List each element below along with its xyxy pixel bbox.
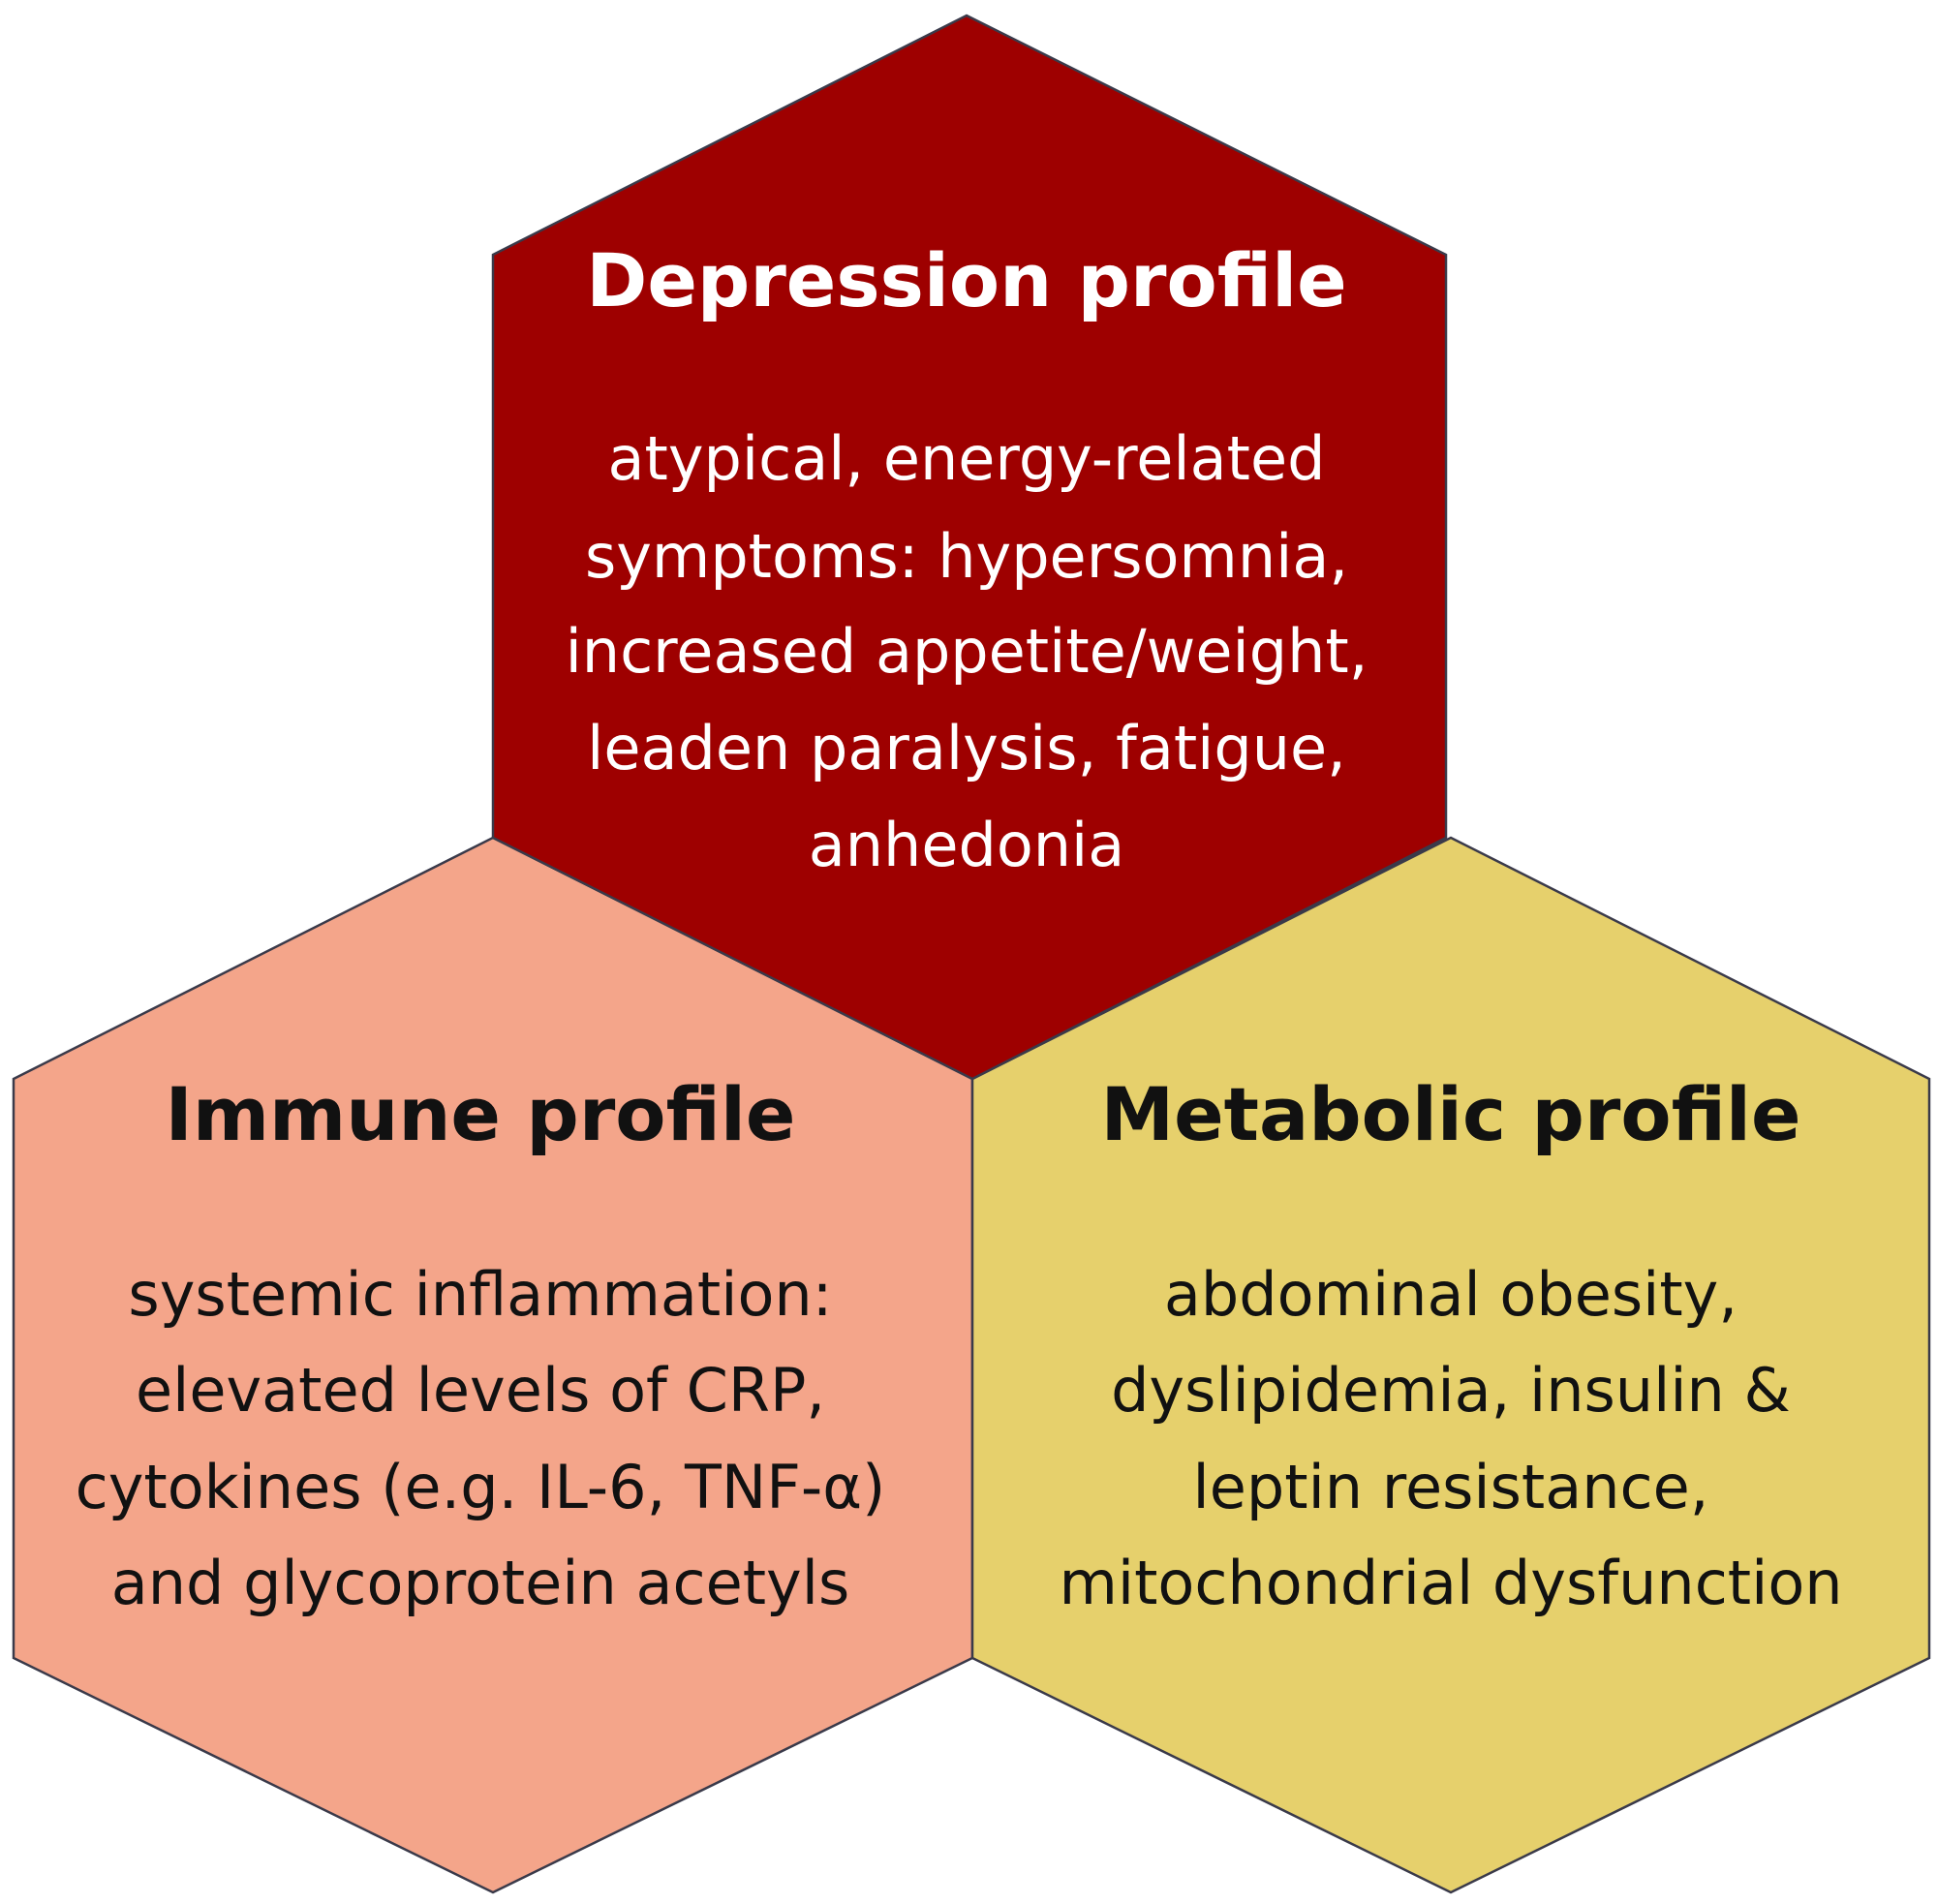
depression-profile-line: leaden paralysis, fatigue, bbox=[587, 713, 1346, 783]
depression-profile-line: anhedonia bbox=[809, 810, 1125, 880]
immune-profile-line: systemic inflammation: bbox=[128, 1259, 832, 1330]
metabolic-profile-title: Metabolic profile bbox=[1100, 1071, 1800, 1157]
depression-profile-title: Depression profile bbox=[586, 237, 1346, 323]
immune-profile-line: cytokines (e.g. IL-6, TNF-α) bbox=[76, 1452, 886, 1522]
depression-profile-hexagon bbox=[491, 14, 1448, 1081]
depression-profile-line: increased appetite/weight, bbox=[566, 616, 1368, 687]
immune-profile-line: elevated levels of CRP, bbox=[136, 1355, 825, 1426]
metabolic-profile-line: abdominal obesity, bbox=[1164, 1259, 1737, 1330]
metabolic-profile-line: mitochondrial dysfunction bbox=[1059, 1548, 1842, 1618]
depression-profile-line: atypical, energy-related bbox=[608, 423, 1326, 494]
metabolic-profile-line: dyslipidemia, insulin & bbox=[1111, 1355, 1791, 1426]
depression-profile-line: symptoms: hypersomnia, bbox=[585, 521, 1348, 592]
metabolic-profile-line: leptin resistance, bbox=[1193, 1452, 1709, 1522]
immune-profile-line: and glycoprotein acetyls bbox=[111, 1548, 850, 1618]
immune-profile-title: Immune profile bbox=[166, 1071, 796, 1157]
